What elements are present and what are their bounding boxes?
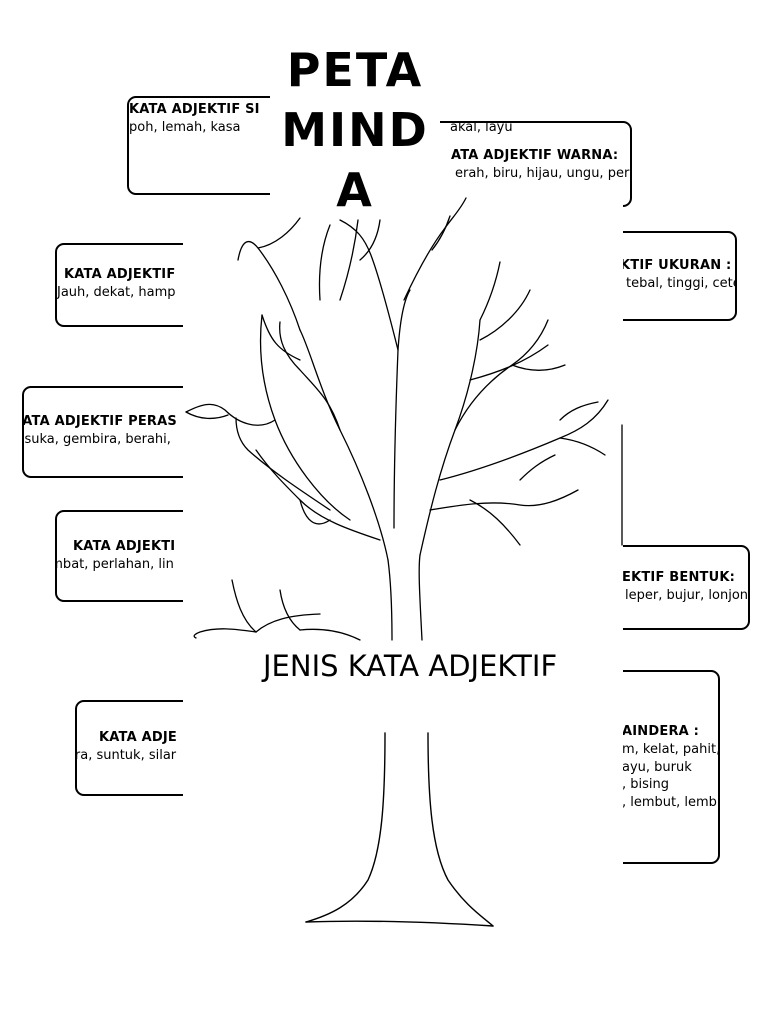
box-line: leper, bujur, lonjong: [625, 588, 750, 603]
box-line: t, cerdik, pandai, gopoh, lemah, kasa: [129, 120, 241, 135]
title-line: MIND: [281, 103, 429, 157]
title-line: A: [336, 163, 374, 217]
box-line: , lembut, lembik: [622, 795, 720, 810]
box-title: KTIF UKURAN :: [620, 258, 732, 273]
tree-trunk-panel: [183, 640, 623, 1024]
box-line: ama, segera, suntuk, silar: [75, 748, 177, 763]
box-line: tebal, tinggi, cetek,: [626, 276, 735, 291]
box-title: KATA ADJE: [99, 730, 177, 745]
box-line: laju, lambat, perlahan, lin: [57, 557, 174, 572]
box-title: KATA ADJEKTIF: [64, 267, 176, 282]
box-line: erah, biru, hijau, ungu, perang, kelabu: [455, 166, 630, 181]
title-line: PETA: [286, 43, 424, 97]
tree-canopy-panel: [183, 200, 623, 640]
box-kata-adjektif-warna: ATA ADJEKTIF WARNA: erah, biru, hijau, u…: [415, 121, 632, 207]
box-line: an, suka, gembira, berahi,: [24, 432, 171, 447]
box-title: AINDERA :: [622, 724, 700, 739]
box-kata-adjektif-sifat: KATA ADJEKTIF SI t, cerdik, pandai, gopo…: [127, 96, 287, 195]
box-title: KATA ADJEKTIF PERAS: [22, 414, 177, 429]
box-line-overflow: akal, layu: [450, 120, 513, 135]
box-title: KATA ADJEKTIF SI: [129, 102, 260, 117]
title-background: [270, 40, 440, 220]
box-line: , bising: [622, 777, 670, 792]
page-title: PETA MIND A: [270, 40, 440, 220]
box-title: KATA ADJEKTI: [73, 539, 176, 554]
box-line: m, kelat, pahit, tawa: [622, 742, 720, 757]
box-title: EKTIF BENTUK:: [622, 570, 736, 585]
box-line: ayu, buruk: [622, 760, 692, 775]
center-label: JENIS KATA ADJEKTIF: [263, 649, 558, 683]
box-line: Jauh, dekat, hamp: [57, 285, 176, 300]
box-title: ATA ADJEKTIF WARNA:: [451, 148, 619, 163]
